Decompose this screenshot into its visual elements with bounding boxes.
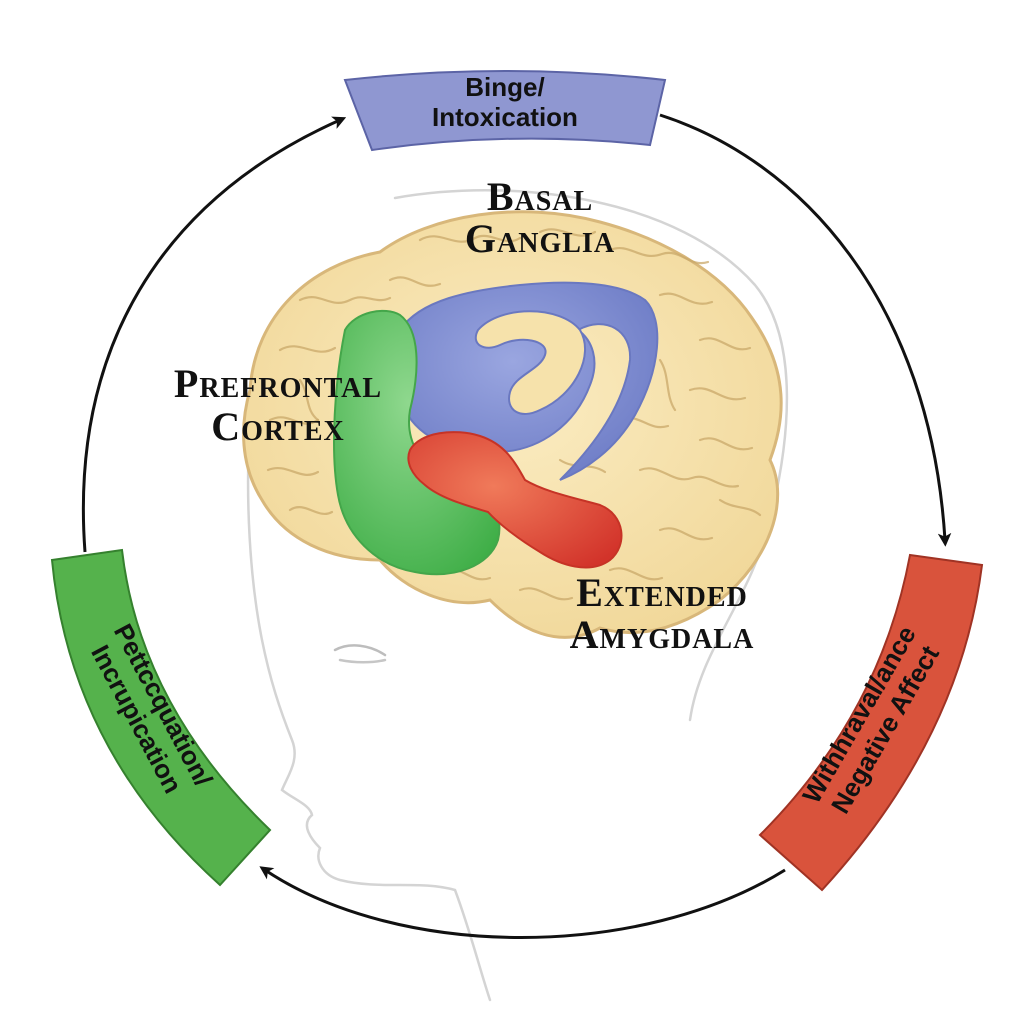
prefrontal-cortex-label-line1: Prefrontal <box>174 361 382 406</box>
basal-ganglia-inner-loop <box>474 310 586 415</box>
extended-amygdala-region <box>407 431 623 569</box>
cycle-arrow-withdrawal-to-preoccupation <box>259 866 786 939</box>
stage-binge-label-line2: Intoxication <box>432 102 578 132</box>
extended-amygdala-label-line1: Extended <box>576 570 748 615</box>
cycle-arrow-preoccupation-to-binge <box>81 116 347 553</box>
basal-ganglia-label-line1: Basal <box>487 174 593 219</box>
prefrontal-cortex-label-line2: Cortex <box>211 404 344 449</box>
stage-binge-label-line1: Binge/ <box>465 72 544 102</box>
stage-withdrawal-banner <box>758 553 984 892</box>
cycle-arrow-binge-to-withdrawal <box>659 113 952 547</box>
basal-ganglia-label-line2: Ganglia <box>465 216 615 261</box>
extended-amygdala-label-line2: Amygdala <box>570 612 755 657</box>
head-silhouette <box>246 189 789 1002</box>
stage-preoccupation-banner <box>50 548 272 887</box>
stage-binge-banner <box>343 70 667 152</box>
stage-preoccupation-anticipation: Pettccquation/ Incrupication <box>50 548 272 887</box>
stage-binge-intoxication: Binge/ Intoxication <box>343 70 667 152</box>
stage-withdrawal-negative-affect: Withhraval/ance Negative Affect <box>758 553 984 892</box>
